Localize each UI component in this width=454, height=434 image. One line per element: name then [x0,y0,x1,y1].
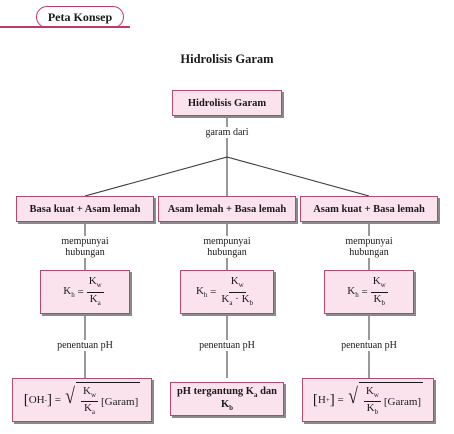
root-label: Hidrolisis Garam [187,97,267,109]
edge-label-middle-1: mempunyai hubungan [187,236,267,258]
edge-label-right-2: penentuan pH [329,340,409,351]
category-box-right: Asam kuat + Basa lemah [300,196,438,222]
root-edge-label: garam dari [192,127,262,138]
root-box: Hidrolisis Garam [172,90,282,116]
tab-label: Peta Konsep [47,9,113,24]
category-label-right: Asam kuat + Basa lemah [313,203,425,215]
diag-right [226,156,370,197]
diagram-title: Hidrolisis Garam [180,52,274,66]
edge-label-right-1: mempunyai hubungan [329,236,409,258]
edge-label-left-2: penentuan pH [45,340,125,351]
category-label-left: Basa kuat + Asam lemah [29,203,141,215]
category-box-middle: Asam lemah + Basa lemah [158,196,296,222]
ph-box-middle: pH tergantung Ka dan Kb [170,382,284,416]
edge-label-left-1: mempunyai hubungan [45,236,125,258]
ph-text-middle: pH tergantung Ka dan Kb [176,385,278,413]
category-label-middle: Asam lemah + Basa lemah [167,203,287,215]
header-rule [0,26,130,28]
category-box-left: Basa kuat + Asam lemah [16,196,154,222]
edge-label-middle-2: penentuan pH [187,340,267,351]
diag-left [84,156,228,197]
